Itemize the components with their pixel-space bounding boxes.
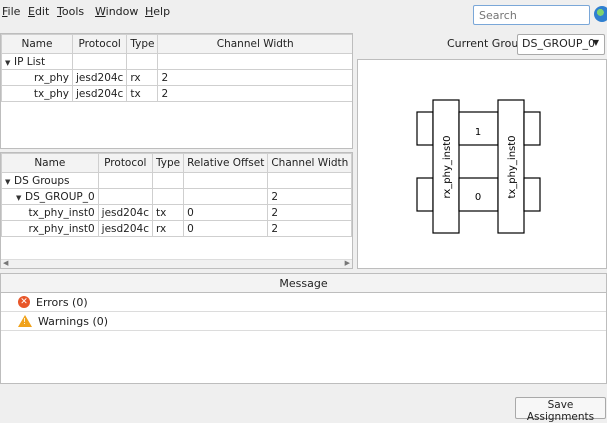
col-protocol[interactable]: Protocol xyxy=(71,34,128,54)
tx-phy-block[interactable] xyxy=(497,99,525,234)
tree-group-ds-group-0[interactable]: ▼DS_GROUP_0 2 NC xyxy=(1,188,352,205)
ds-groups-panel: Name Protocol Type Relative Offset Chann… xyxy=(0,152,353,269)
tree-group-ds-groups[interactable]: ▼DS Groups xyxy=(1,172,352,189)
channel-diagram-svg: rx_phy_inst0 tx_phy_inst0 1 0 xyxy=(416,99,541,234)
search-input[interactable] xyxy=(473,5,590,25)
current-group-label: Current Group: xyxy=(447,37,530,50)
port-rect xyxy=(416,111,434,146)
col-channel-width[interactable]: Channel Width xyxy=(267,153,352,173)
ip-list-table: Name Protocol Type Channel Width ▼IP Lis… xyxy=(1,34,352,102)
rx-phy-block[interactable] xyxy=(432,99,460,234)
channel-cell[interactable] xyxy=(458,111,499,146)
current-group-select[interactable]: DS_GROUP_0 ▼ xyxy=(517,34,605,55)
col-lc[interactable]: Lc xyxy=(351,153,352,173)
menu-tools[interactable]: Tools xyxy=(57,5,85,18)
menu-help[interactable]: Help xyxy=(145,5,171,18)
message-header: Message xyxy=(0,273,607,293)
scroll-right-icon[interactable]: ▶ xyxy=(344,259,350,267)
port-rect xyxy=(416,177,434,212)
menu-window[interactable]: Window xyxy=(95,5,139,18)
expand-triangle-icon[interactable]: ▼ xyxy=(5,177,11,186)
channel-label: 0 xyxy=(475,192,481,203)
col-type[interactable]: Type xyxy=(126,34,159,54)
warnings-row[interactable]: ! Warnings (0) xyxy=(1,312,606,331)
table-row[interactable]: tx_phy jesd204c tx 2 xyxy=(1,85,352,102)
channel-cell[interactable] xyxy=(458,177,499,212)
col-name[interactable]: Name xyxy=(1,34,73,54)
scroll-left-icon[interactable]: ◀ xyxy=(3,259,9,267)
tx-phy-block-label: tx_phy_inst0 xyxy=(507,135,518,198)
chevron-down-icon: ▼ xyxy=(592,38,599,47)
globe-icon[interactable] xyxy=(594,6,607,22)
tree-group-ip-list[interactable]: ▼IP List xyxy=(1,53,352,70)
errors-row[interactable]: ✕ Errors (0) xyxy=(1,293,606,312)
table-row[interactable]: rx_phy_inst0 jesd204c rx 0 2 xyxy=(1,220,352,237)
ip-list-panel: Name Protocol Type Channel Width ▼IP Lis… xyxy=(0,33,353,149)
horizontal-scrollbar[interactable]: ◀ ▶ xyxy=(1,259,352,268)
col-type[interactable]: Type xyxy=(151,153,185,173)
group-diagram: rx_phy_inst0 tx_phy_inst0 1 0 xyxy=(357,59,607,269)
col-channel-width[interactable]: Channel Width xyxy=(157,34,352,54)
message-list: ✕ Errors (0) ! Warnings (0) xyxy=(0,292,607,384)
table-row[interactable]: tx_phy_inst0 jesd204c tx 0 2 xyxy=(1,204,352,221)
col-name[interactable]: Name xyxy=(1,153,99,173)
rx-phy-block-label: rx_phy_inst0 xyxy=(442,136,453,199)
error-icon: ✕ xyxy=(18,296,30,308)
save-assignments-button[interactable]: Save Assignments xyxy=(515,397,606,423)
channel-label: 1 xyxy=(475,127,481,138)
warning-icon: ! xyxy=(18,315,32,327)
ds-groups-table: Name Protocol Type Relative Offset Chann… xyxy=(1,153,352,237)
port-rect xyxy=(523,111,541,146)
table-row[interactable]: rx_phy jesd204c rx 2 xyxy=(1,69,352,86)
menu-file[interactable]: File xyxy=(2,5,21,18)
expand-triangle-icon[interactable]: ▼ xyxy=(5,58,11,67)
col-protocol[interactable]: Protocol xyxy=(97,153,153,173)
port-rect xyxy=(523,177,541,212)
menu-edit[interactable]: Edit xyxy=(28,5,50,18)
expand-triangle-icon[interactable]: ▼ xyxy=(16,193,22,202)
col-relative-offset[interactable]: Relative Offset xyxy=(183,153,269,173)
